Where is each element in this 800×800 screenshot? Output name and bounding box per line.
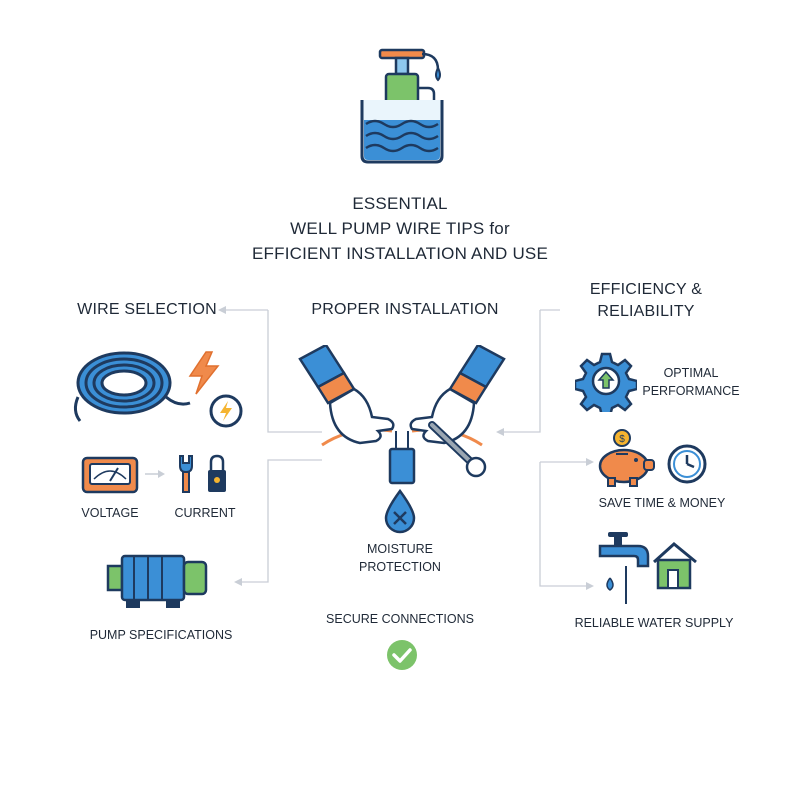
gear-arrow-icon (575, 352, 637, 412)
voltage-label: VOLTAGE (81, 506, 139, 520)
svg-text:$: $ (619, 434, 625, 445)
power-circle-icon (209, 394, 243, 428)
wrench-lock-icon (179, 454, 226, 493)
moisture-label-line-1: MOISTURE (367, 542, 433, 556)
title-line-1: ESSENTIAL (352, 194, 448, 213)
pump-motor-icon (106, 554, 208, 608)
clock-icon (667, 444, 707, 484)
voltmeter-icon (81, 456, 139, 494)
current-label: CURRENT (174, 506, 236, 520)
optimal-label-line-1: OPTIMAL (663, 366, 719, 380)
arrow-right-icon (145, 470, 165, 478)
pump-specifications-label: PUMP SPECIFICATIONS (89, 628, 233, 642)
efficiency-heading-line-1: EFFICIENCY & (589, 281, 703, 298)
water-drop-icon (384, 488, 416, 534)
efficiency-heading-line-2: RELIABILITY (597, 303, 695, 320)
title-line-2: WELL PUMP WIRE TIPS for (290, 219, 510, 238)
hands-connecting-wires-icon (298, 345, 506, 485)
lightning-icon (188, 351, 220, 395)
proper-installation-heading: PROPER INSTALLATION (311, 301, 499, 318)
title-line-3: EFFICIENT INSTALLATION AND USE (252, 244, 548, 263)
reliable-water-supply-label: RELIABLE WATER SUPPLY (574, 616, 734, 630)
optimal-label-line-2: PERFORMANCE (642, 384, 740, 398)
well-pump-icon (360, 48, 444, 164)
faucet-house-icon (598, 532, 697, 604)
piggy-bank-icon: $ (598, 429, 655, 487)
check-circle-icon (387, 640, 417, 670)
moisture-label-line-2: PROTECTION (359, 560, 441, 574)
save-time-money-label: SAVE TIME & MONEY (598, 496, 726, 510)
wire-selection-heading: WIRE SELECTION (77, 301, 217, 318)
secure-connections-label: SECURE CONNECTIONS (326, 612, 474, 626)
wire-coil-icon (73, 351, 191, 422)
